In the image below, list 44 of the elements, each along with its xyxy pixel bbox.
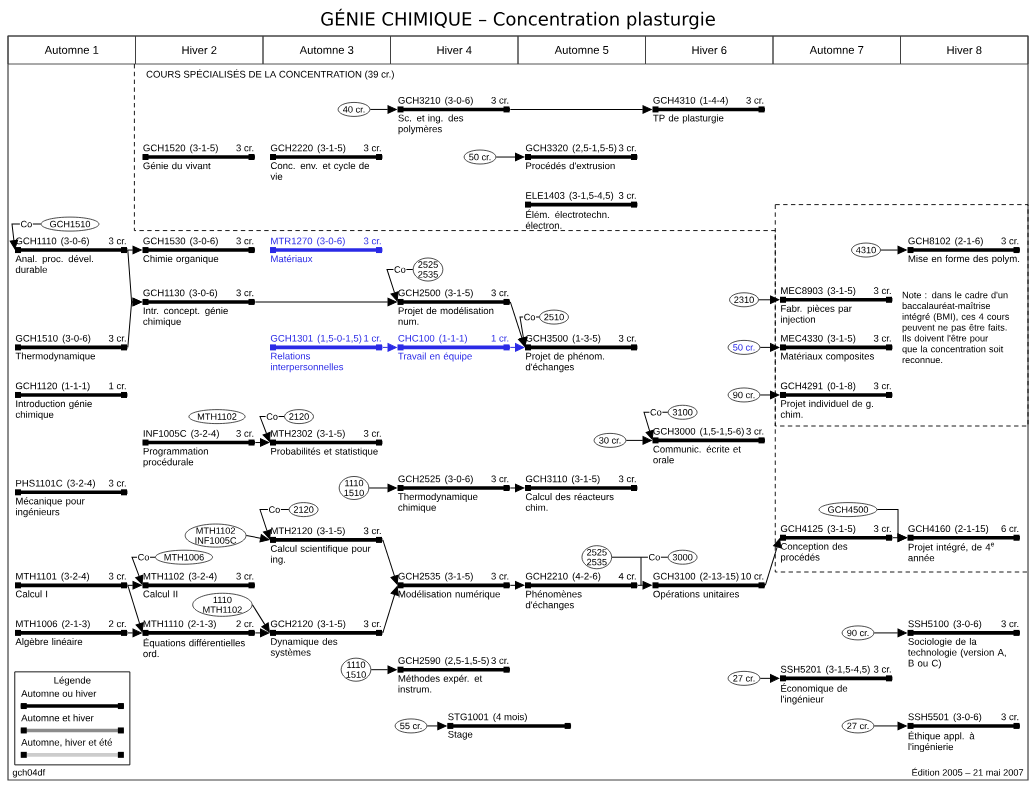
connector-line xyxy=(640,556,642,586)
connector-line xyxy=(611,556,642,558)
arrow xyxy=(759,343,780,352)
connector-line xyxy=(640,556,669,558)
arrow xyxy=(509,105,652,114)
arrow xyxy=(759,674,780,683)
arrow xyxy=(625,436,652,445)
arrow xyxy=(509,581,525,590)
arrow xyxy=(127,581,142,590)
arrow xyxy=(127,245,142,255)
arrow xyxy=(9,223,42,250)
arrow xyxy=(368,483,397,493)
arrow xyxy=(259,416,285,442)
arrow xyxy=(254,438,270,447)
arrow xyxy=(764,538,782,586)
arrow xyxy=(386,269,414,302)
arrow xyxy=(640,581,652,590)
arrow xyxy=(892,533,907,542)
arrow xyxy=(495,152,525,162)
arrow xyxy=(382,343,397,352)
title: GÉNIE CHIMIQUE – Concentration plasturgie xyxy=(321,8,715,30)
arrow xyxy=(370,665,397,674)
arrow xyxy=(382,586,399,634)
arrow xyxy=(127,584,144,633)
arrow xyxy=(758,295,780,305)
arrow xyxy=(254,297,397,307)
arrow xyxy=(382,539,399,585)
arrow xyxy=(880,245,907,255)
arrow xyxy=(643,411,669,440)
arrow xyxy=(127,297,142,348)
arrow xyxy=(426,721,447,731)
arrow xyxy=(127,628,142,638)
arrow xyxy=(519,316,540,347)
arrow xyxy=(873,721,907,731)
arrow xyxy=(259,509,290,540)
arrow xyxy=(245,534,270,543)
arrow xyxy=(759,390,780,400)
arrow xyxy=(131,556,156,585)
arrow xyxy=(873,628,907,638)
arrow xyxy=(509,343,525,352)
arrow xyxy=(254,628,270,638)
arrow xyxy=(509,483,525,493)
arrow xyxy=(369,105,397,114)
arrow xyxy=(251,604,270,633)
